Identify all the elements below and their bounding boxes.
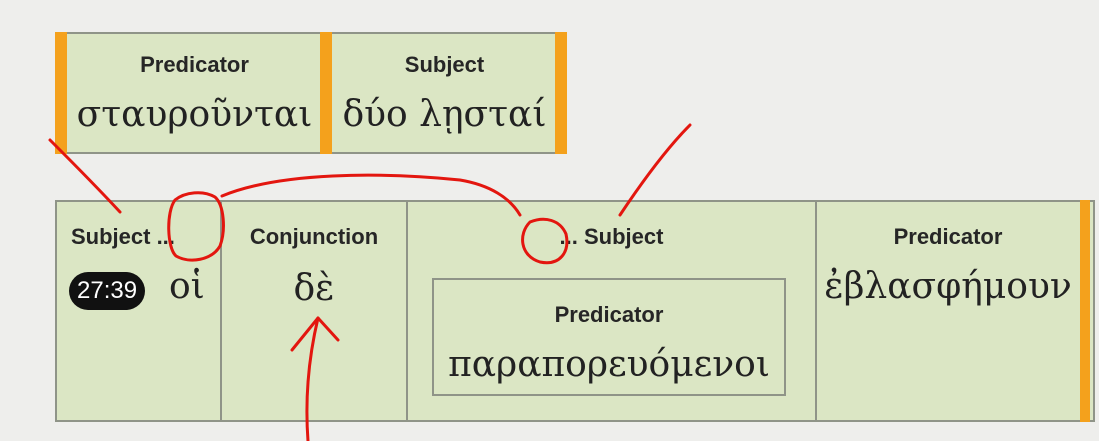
- bottom-conjunction-label: Conjunction: [249, 224, 379, 249]
- top-middle-bar: [320, 32, 332, 154]
- bottom-conjunction-cell[interactable]: Conjunction δὲ: [222, 202, 406, 420]
- bottom-subject-text: οἱ: [169, 266, 205, 307]
- bottom-subject-cont-cell[interactable]: ... Subject Predicator παραπορευόμενοι: [408, 202, 815, 420]
- top-predicator-label: Predicator: [140, 52, 249, 77]
- bottom-right-bar: [1080, 200, 1090, 422]
- divider-2: [406, 202, 408, 420]
- bottom-subject-cell[interactable]: Subject ... 27:39 οἱ: [57, 202, 220, 420]
- inner-predicator-text: παραπορευόμενοι: [448, 344, 770, 385]
- top-left-bar: [55, 32, 67, 154]
- divider-1: [220, 202, 222, 420]
- bottom-predicator-label: Predicator: [893, 224, 1003, 249]
- bottom-predicator-cell[interactable]: Predicator ἐβλασφήμουν: [817, 202, 1079, 420]
- inner-predicator-label: Predicator: [554, 302, 664, 327]
- verse-ref-badge[interactable]: 27:39: [69, 272, 146, 310]
- top-subject-text: δύο λῃσταί: [342, 94, 547, 135]
- top-predicator-cell[interactable]: Predicator σταυροῦνται: [67, 34, 322, 152]
- bottom-predicator-text: ἐβλασφήμουν: [824, 266, 1072, 307]
- top-predicator-text: σταυροῦνται: [76, 94, 313, 135]
- bottom-clause-box: Subject ... 27:39 οἱ Conjunction δὲ ... …: [55, 200, 1095, 422]
- bottom-subject-cont-label: ... Subject: [559, 224, 664, 249]
- divider-3: [815, 202, 817, 420]
- inner-predicator-box[interactable]: Predicator παραπορευόμενοι: [432, 278, 786, 396]
- top-subject-cell[interactable]: Subject δύο λῃσταί: [332, 34, 557, 152]
- top-right-bar: [555, 32, 567, 154]
- top-clause-box: Predicator σταυροῦνται Subject δύο λῃστα…: [55, 32, 567, 154]
- top-subject-label: Subject: [404, 52, 485, 77]
- bottom-conjunction-text: δὲ: [293, 268, 335, 309]
- bottom-subject-label: Subject ...: [71, 224, 175, 249]
